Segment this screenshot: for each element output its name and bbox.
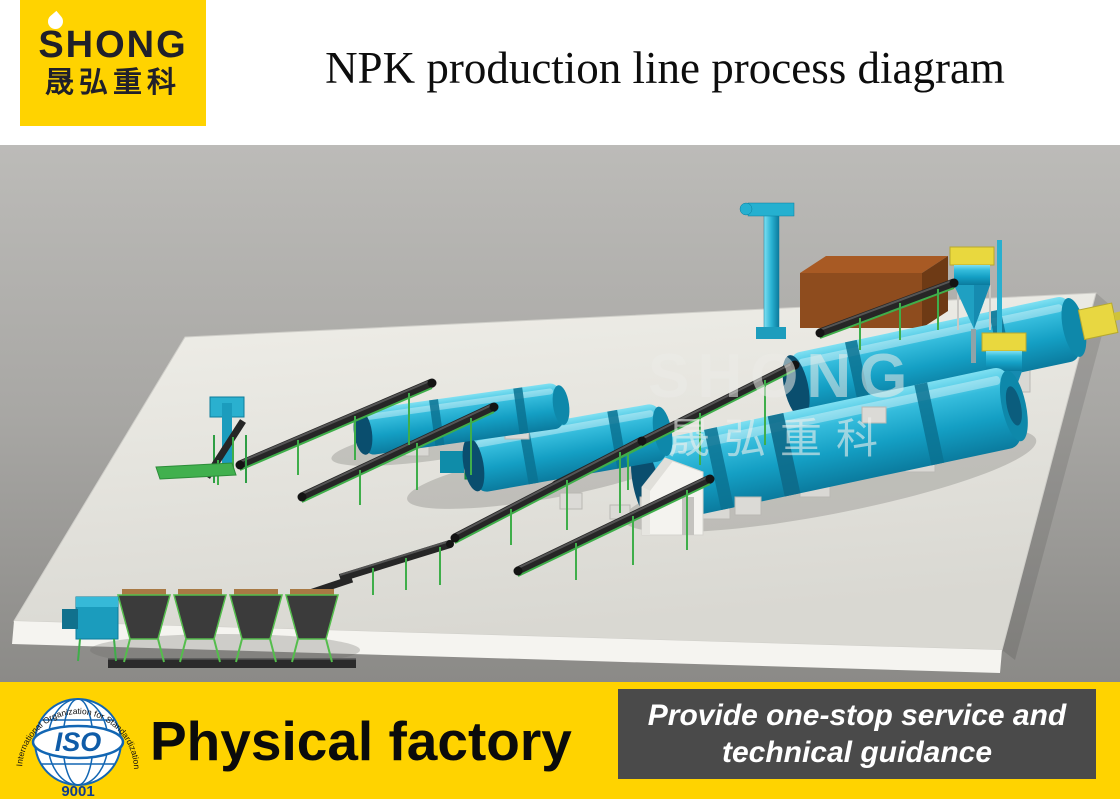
green-feeder bbox=[155, 462, 237, 480]
belt-conveyor-6 bbox=[815, 278, 959, 350]
belt-conveyor-4 bbox=[513, 474, 715, 580]
service-line-1: Provide one-stop service and bbox=[647, 698, 1067, 732]
batching-hoppers bbox=[108, 589, 356, 668]
cyclone-separator-1 bbox=[949, 246, 995, 363]
belt-conveyor-2 bbox=[297, 402, 499, 505]
watermark-text: SHONG 晟弘重科 bbox=[648, 342, 915, 462]
hopper-bin bbox=[229, 589, 283, 663]
hopper-bin bbox=[173, 589, 227, 663]
rotary-drum-2 bbox=[631, 368, 1028, 523]
factory-scene-svg: SHONG 晟弘重科 bbox=[0, 145, 1120, 682]
footer: International Organization for Standardi… bbox=[0, 682, 1120, 800]
storage-box bbox=[800, 256, 948, 328]
iso-number: 9001 bbox=[61, 783, 94, 799]
hopper-bin bbox=[117, 589, 171, 663]
service-line-2: technical guidance bbox=[721, 736, 993, 769]
iso-label: ISO bbox=[55, 727, 102, 757]
watermark-chinese: 晟弘重科 bbox=[668, 415, 892, 462]
logo-brand-text: SHONG bbox=[38, 24, 188, 67]
belt-conveyor-3 bbox=[450, 436, 647, 545]
page-title: NPK production line process diagram bbox=[325, 43, 1005, 93]
service-box: Provide one-stop service and technical g… bbox=[618, 689, 1096, 779]
hopper-bin bbox=[285, 589, 339, 663]
exhaust-chimney bbox=[739, 202, 795, 339]
crusher-machine bbox=[62, 596, 119, 662]
iso-9001-logo: International Organization for Standardi… bbox=[8, 684, 148, 804]
watermark-brand: SHONG bbox=[648, 342, 915, 411]
header: SHONG 晟弘重科 NPK production line process d… bbox=[0, 0, 1120, 145]
belt-conveyor-1 bbox=[235, 378, 437, 475]
factory-3d-rendering: SHONG 晟弘重科 bbox=[0, 145, 1120, 682]
logo-chinese-text: 晟弘重科 bbox=[44, 67, 181, 100]
company-logo: SHONG 晟弘重科 bbox=[20, 0, 206, 126]
footer-headline: Physical factory bbox=[150, 709, 572, 772]
